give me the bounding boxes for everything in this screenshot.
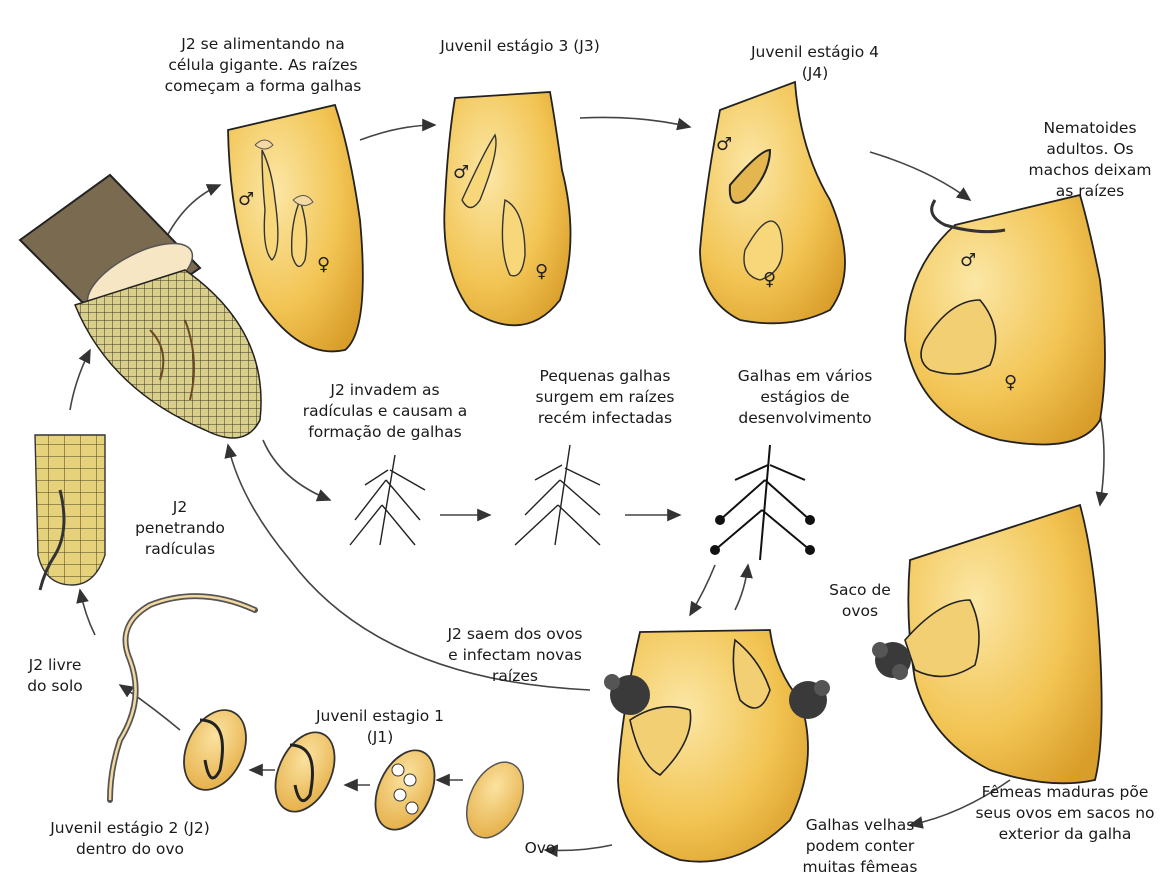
female-symbol: ♀ xyxy=(535,261,548,282)
root-tip-illustration xyxy=(20,175,261,438)
egg-j1 xyxy=(364,741,447,839)
egg-j2-a xyxy=(172,700,258,800)
label-j2-penetrating: J2 penetrando radículas xyxy=(110,497,250,560)
gall-j3 xyxy=(444,92,570,325)
label-j2-hatch: J2 saem dos ovos e infectam novas raízes xyxy=(415,624,615,687)
female-symbol: ♀ xyxy=(317,254,330,275)
male-symbol: ♂ xyxy=(960,250,976,271)
root-system-2 xyxy=(515,445,600,545)
label-galls-stages: Galhas em vários estágios de desenvolvim… xyxy=(705,366,905,429)
root-system-3 xyxy=(711,445,814,560)
male-symbol: ♂ xyxy=(716,134,732,155)
label-j4: Juvenil estágio 4 (J4) xyxy=(730,42,900,84)
label-small-galls: Pequenas galhas surgem em raízes recém i… xyxy=(505,366,705,429)
label-j1: Juvenil estagio 1 (J1) xyxy=(275,706,485,748)
female-symbol: ♀ xyxy=(763,269,776,290)
j2-penetrating-root xyxy=(35,435,105,590)
label-j3: Juvenil estágio 3 (J3) xyxy=(410,36,630,57)
label-egg-sac: Saco de ovos xyxy=(810,580,910,622)
gall-egg-sac xyxy=(872,505,1102,783)
label-j2-feeding: J2 se alimentando na célula gigante. As … xyxy=(138,34,388,97)
root-system-1 xyxy=(350,455,425,545)
male-symbol: ♂ xyxy=(453,162,469,183)
label-egg: Ovo xyxy=(510,838,570,859)
label-mature-females: Fêmeas maduras põe seus ovos em sacos no… xyxy=(960,782,1170,845)
egg-ovo xyxy=(455,753,534,847)
gall-j2-feeding xyxy=(228,105,363,351)
female-symbol: ♀ xyxy=(1004,372,1017,393)
label-adults: Nematoides adultos. Os machos deixam as … xyxy=(1015,118,1165,202)
label-old-galls: Galhas velhas podem conter muitas fêmeas xyxy=(775,815,945,878)
label-j2-invade: J2 invadem as radículas e causam a forma… xyxy=(285,380,485,443)
gall-adults xyxy=(905,195,1105,445)
male-symbol: ♂ xyxy=(238,189,254,210)
label-j2-in-egg: Juvenil estágio 2 (J2) dentro do ovo xyxy=(5,818,255,860)
label-j2-free: J2 livre do solo xyxy=(0,655,110,697)
